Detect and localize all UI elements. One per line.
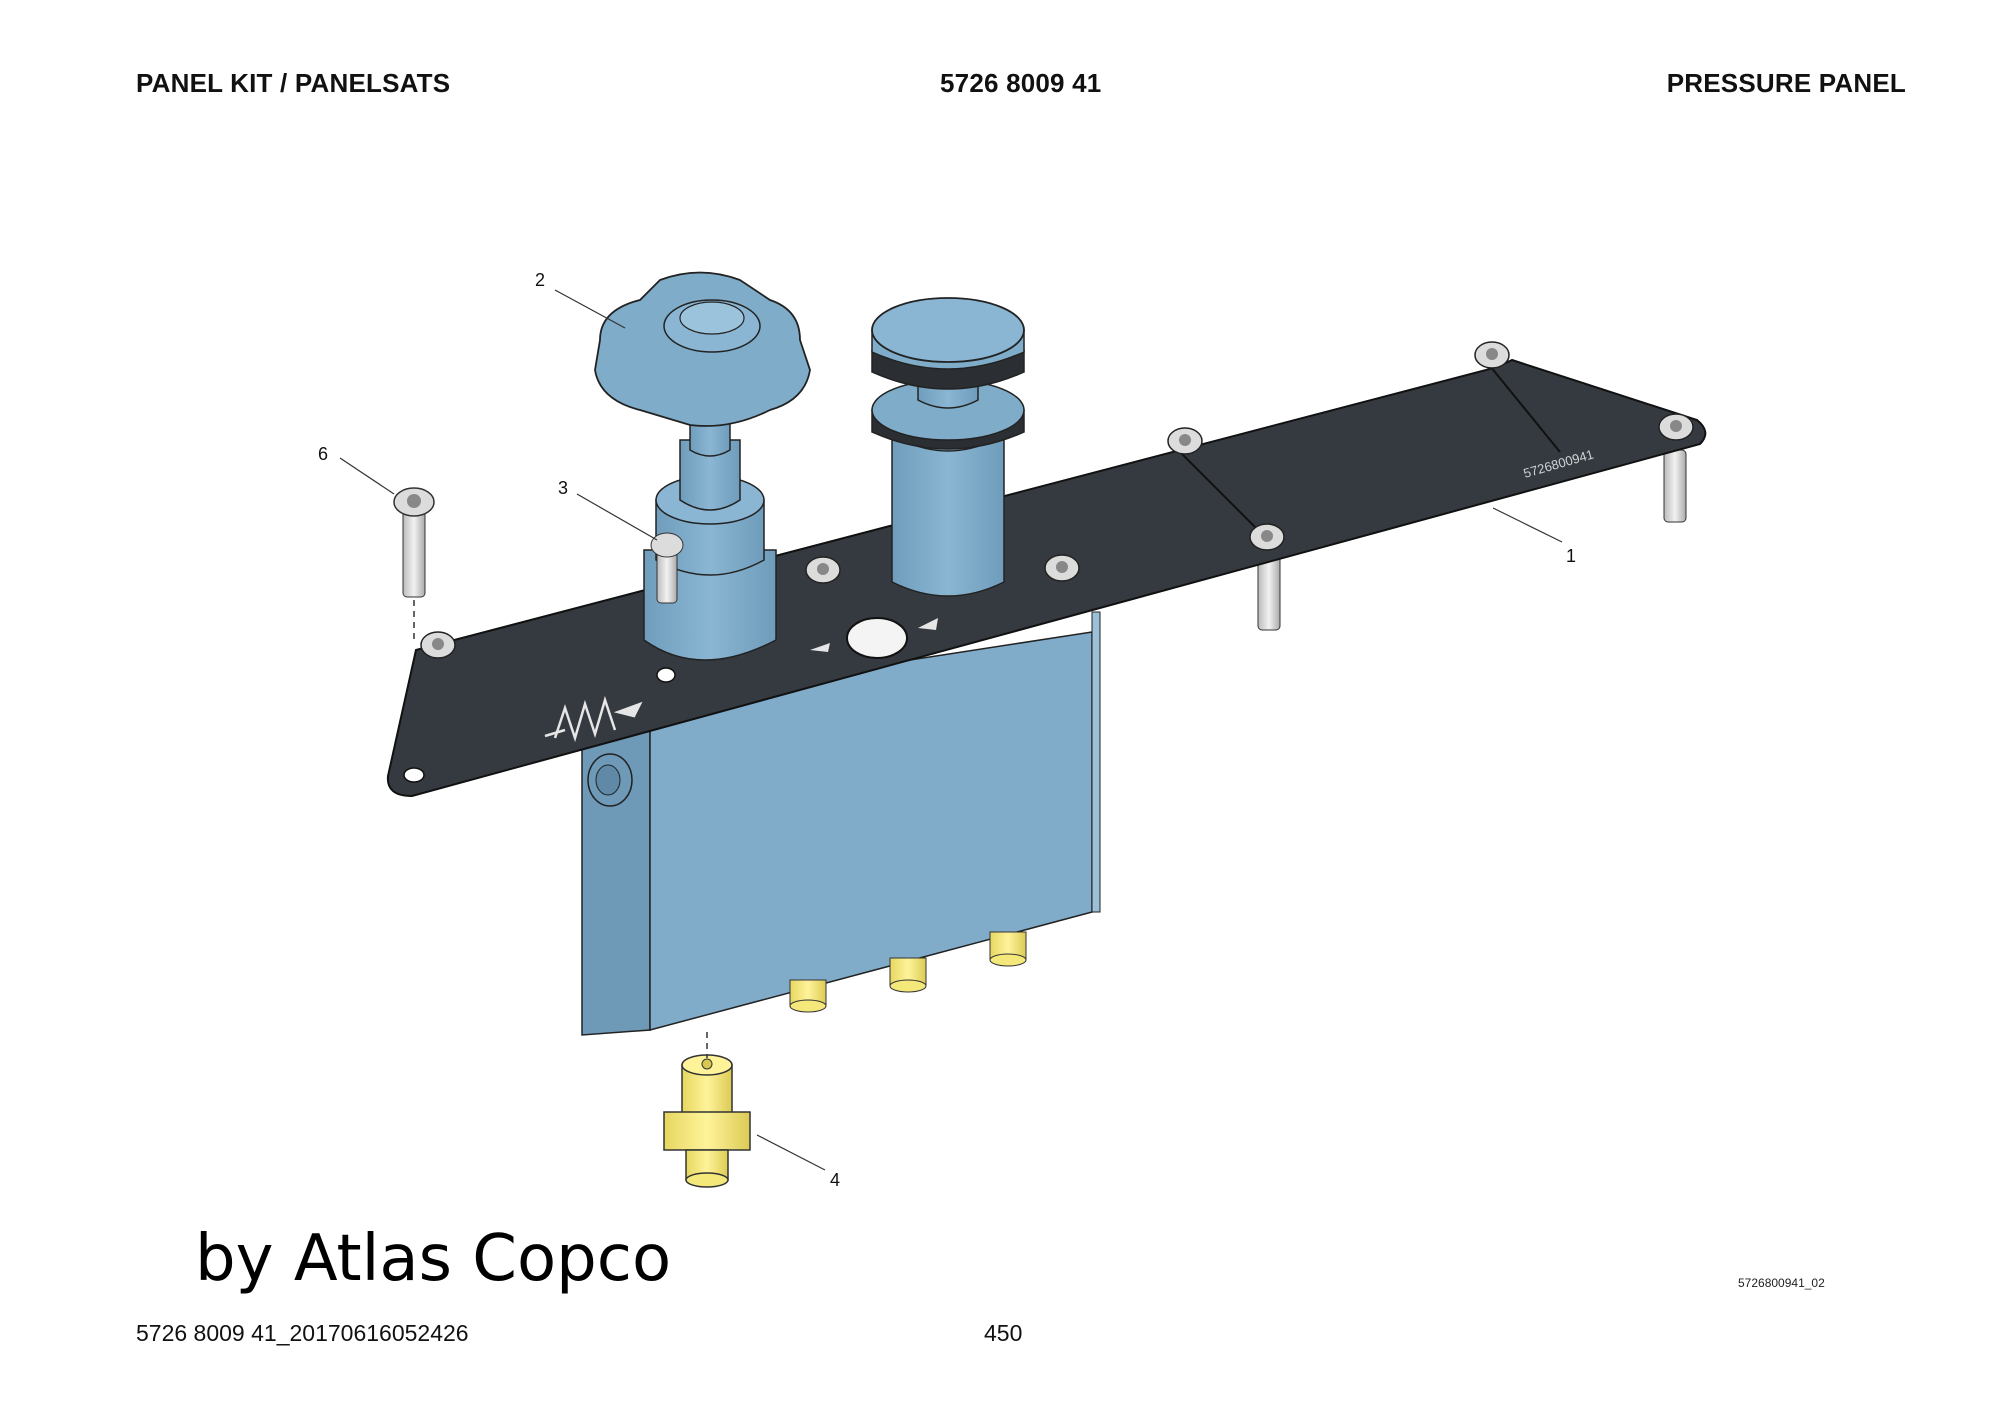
panel-arrow-symbols: [810, 618, 938, 652]
panel-screw-head: [1167, 427, 1203, 455]
push-pull-valve: [871, 297, 1025, 597]
panel-mounting-hole: [403, 767, 425, 783]
regulator-knob: [594, 271, 811, 427]
panel-spring-symbol: [544, 695, 643, 743]
panel-screw-head: [1249, 523, 1285, 551]
callout-3: 3: [558, 478, 568, 498]
leader-lines: [339, 289, 1563, 1171]
valve-body: [581, 611, 1101, 1036]
footer-document-id: 5726 8009 41_20170616052426: [136, 1320, 469, 1346]
panel-screw-head: [1658, 413, 1694, 441]
bottom-fitting: [989, 931, 1027, 967]
header-title: PANEL KIT / PANELSATS: [136, 68, 451, 98]
panel-standoff-studs: [1257, 449, 1687, 631]
fitting-part-4: [663, 1054, 751, 1188]
panel-screw-head: [1474, 341, 1510, 369]
callout-2: 2: [535, 270, 545, 290]
callout-6: 6: [318, 444, 328, 464]
watermark: by Atlas Copco: [195, 1222, 672, 1296]
header-part-number: 5726 8009 41: [940, 68, 1102, 98]
bottom-fittings: [789, 931, 1027, 1013]
panel-screw-head: [1044, 554, 1080, 582]
panel-port-disc: [846, 617, 908, 659]
panel-screws: [420, 341, 1694, 659]
side-port-plug: [587, 753, 633, 807]
drawing-code: 5726800941_02: [1738, 1276, 1825, 1290]
callout-1: 1: [1566, 546, 1576, 566]
page-number: 450: [984, 1320, 1023, 1346]
bottom-fitting: [789, 979, 827, 1013]
bottom-fitting: [889, 957, 927, 993]
screw-part-3: [650, 532, 684, 604]
panel-small-hole: [656, 667, 676, 683]
assembly-guide-lines: [413, 600, 708, 1058]
header-section: PRESSURE PANEL: [1666, 68, 1906, 98]
push-pull-knob-top: [871, 297, 1025, 370]
panel-screw-head: [420, 631, 456, 659]
callout-4: 4: [830, 1170, 840, 1190]
screw-part-6: [393, 487, 435, 598]
panel-screw-head: [805, 556, 841, 584]
